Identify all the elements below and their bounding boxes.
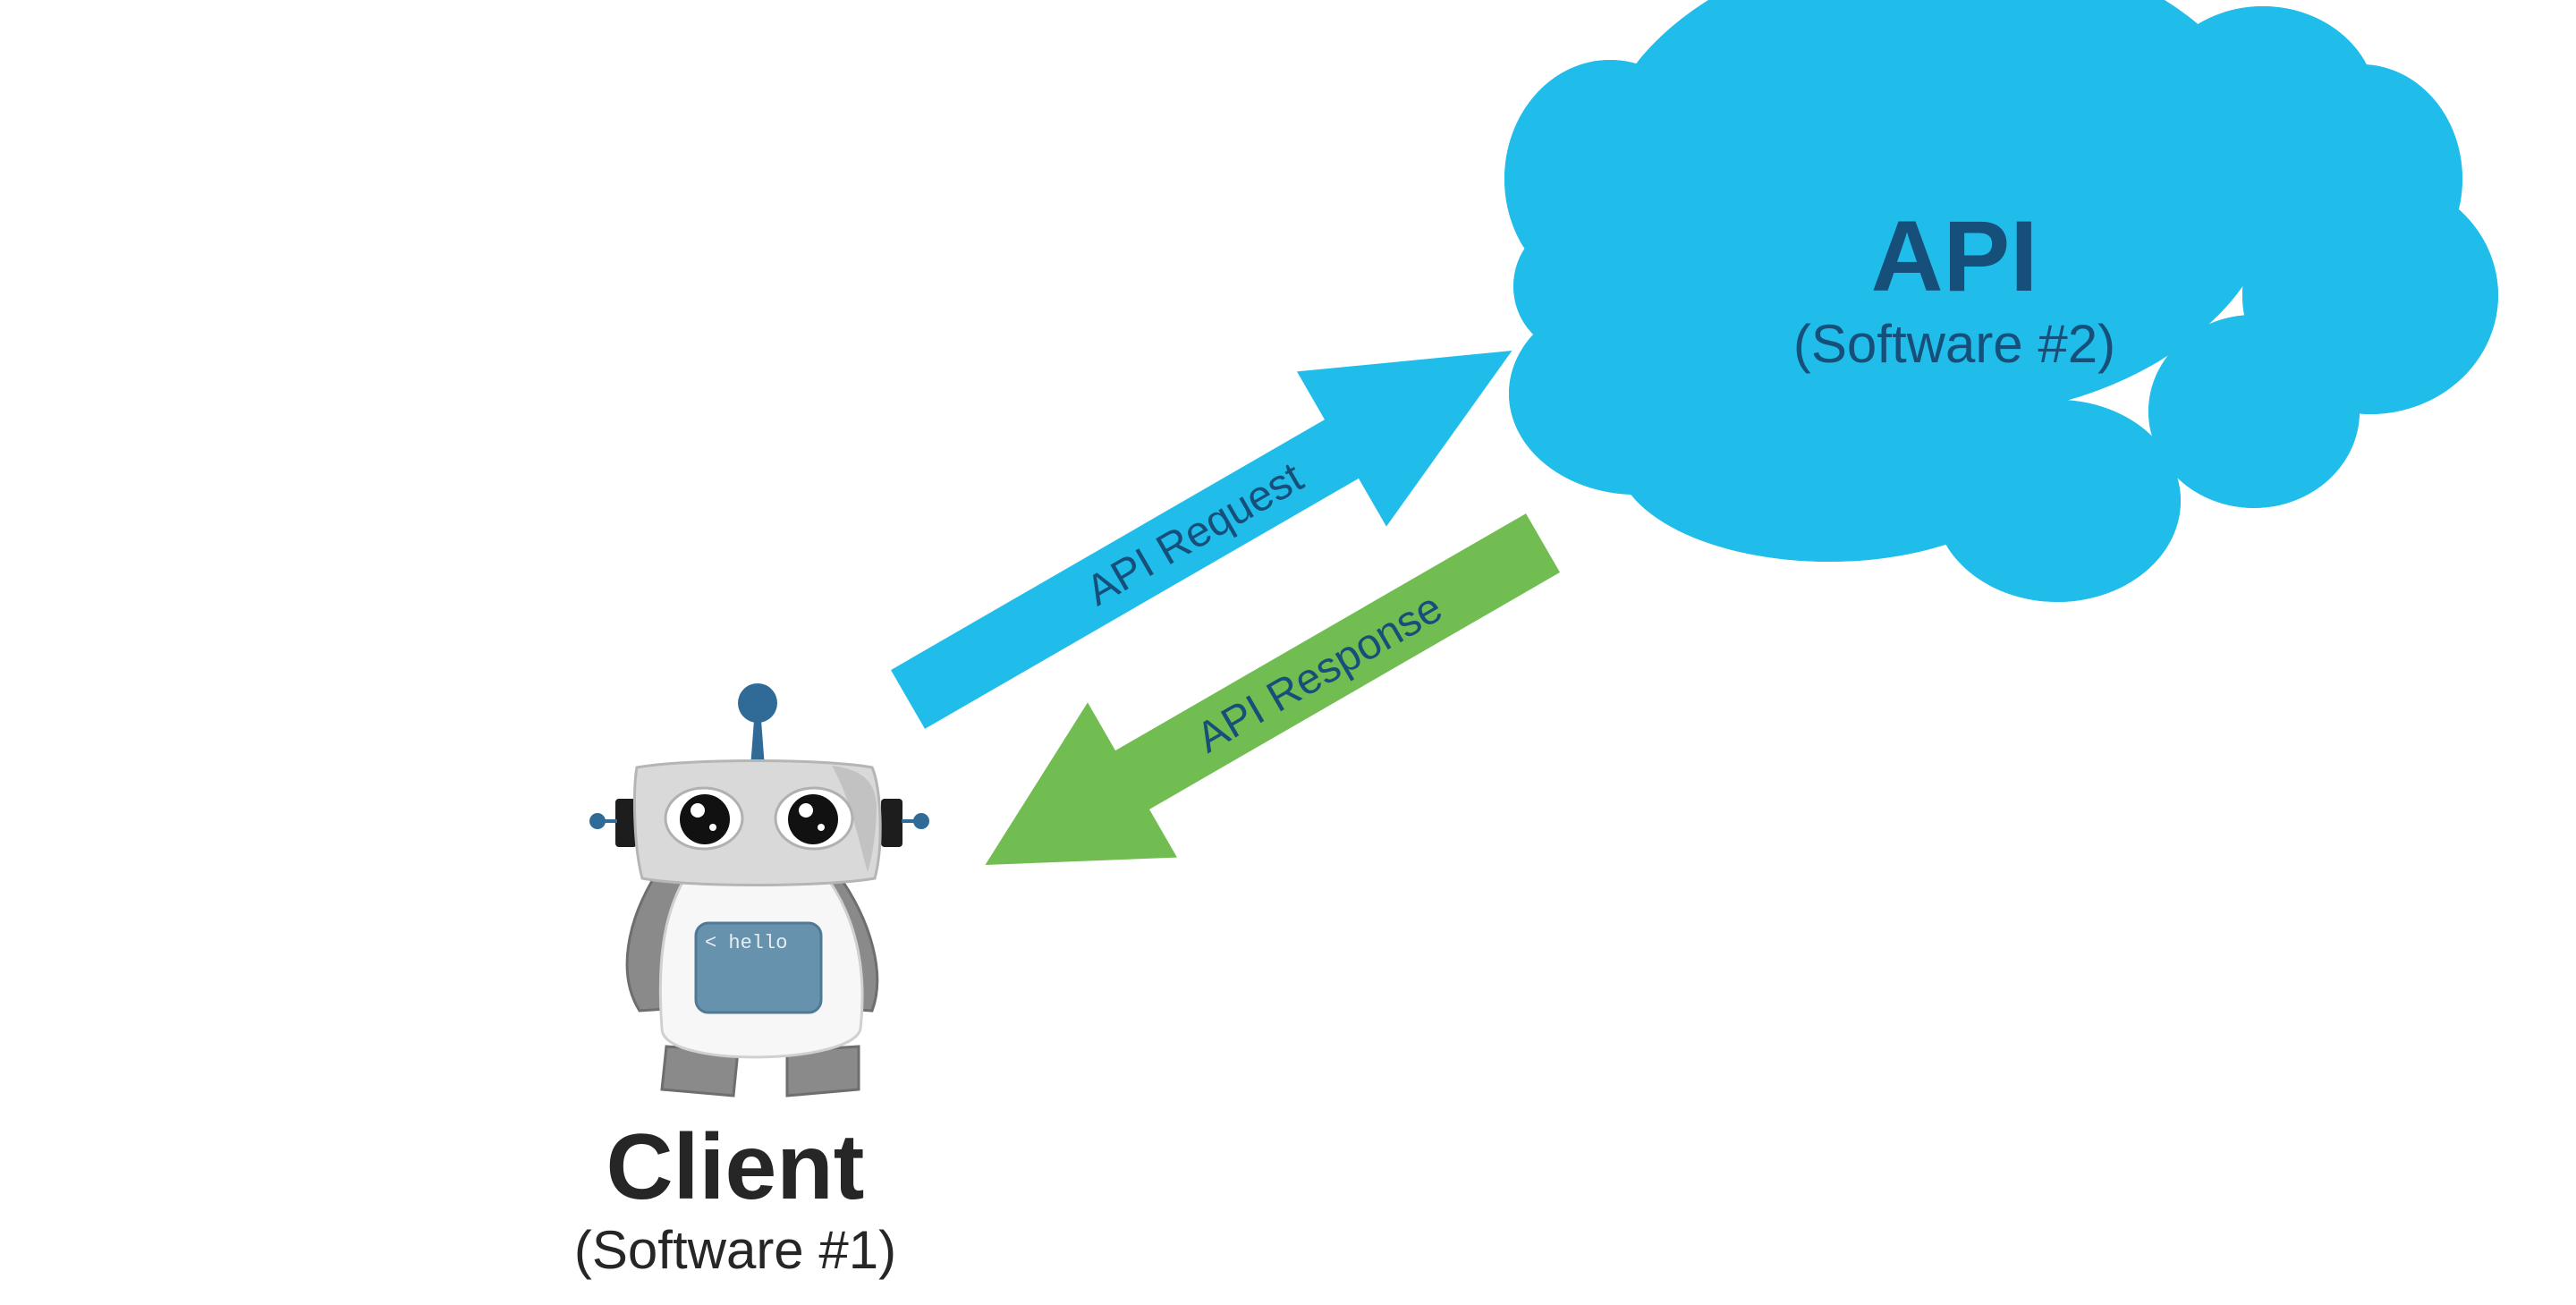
- robot-chest-screen: [694, 921, 823, 1014]
- api-request-arrow-shape: [891, 351, 1513, 729]
- client-subtitle: (Software #1): [574, 1220, 896, 1280]
- client-robot: < hello: [589, 683, 929, 1097]
- robot-left-ear: [615, 799, 637, 847]
- right-bolt-icon: [913, 813, 929, 829]
- api-title: API: [1871, 200, 2038, 312]
- robot-screen-text: < hello: [705, 932, 787, 954]
- api-response-label: API Response: [1189, 584, 1450, 762]
- api-response-arrow: [985, 513, 1560, 865]
- robot-right-ear: [881, 799, 902, 847]
- client-title: Client: [606, 1115, 865, 1219]
- antenna-ball-icon: [738, 683, 777, 723]
- api-response-arrow-shape: [985, 513, 1560, 865]
- api-request-label: API Request: [1079, 453, 1311, 615]
- robot-antenna-pole: [750, 720, 765, 767]
- api-cloud-fill: [1504, 0, 2498, 602]
- api-subtitle: (Software #2): [1793, 314, 2115, 374]
- left-bolt-icon: [589, 813, 606, 829]
